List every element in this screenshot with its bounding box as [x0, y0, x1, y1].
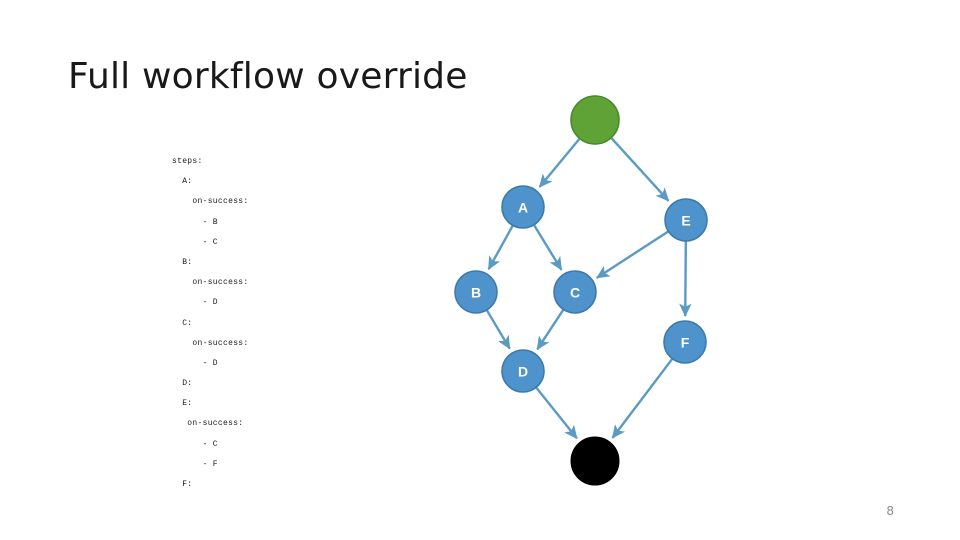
graph-node-e[interactable]: E	[664, 198, 708, 242]
yaml-line: - D	[172, 298, 218, 308]
node-circle	[501, 349, 545, 393]
node-circle	[454, 270, 498, 314]
node-label: A	[518, 200, 528, 216]
node-label: F	[681, 335, 690, 351]
node-label: B	[471, 285, 481, 301]
yaml-line: on-success:	[172, 419, 244, 429]
yaml-line: B:	[172, 257, 193, 267]
yaml-line: on-success:	[172, 278, 249, 288]
node-label: C	[570, 285, 580, 301]
yaml-line: - B	[172, 217, 218, 227]
page-number: 8	[886, 504, 894, 518]
graph-edge-C-to-D	[536, 308, 566, 351]
graph-node-end[interactable]	[570, 436, 620, 486]
node-circle	[553, 270, 597, 314]
graph-node-start[interactable]	[570, 95, 620, 145]
graph-edge-start-to-A	[538, 136, 582, 188]
yaml-line: steps:	[172, 157, 203, 166]
graph-edge-E-to-F	[679, 239, 692, 317]
graph-node-c[interactable]: C	[553, 270, 597, 314]
yaml-line: D:	[172, 379, 193, 389]
graph-node-f[interactable]: F	[663, 320, 707, 364]
graph-edge-layer	[485, 136, 692, 440]
node-circle	[501, 185, 545, 229]
node-circle	[663, 320, 707, 364]
graph-edge-F-to-end	[611, 357, 674, 439]
yaml-line: A:	[172, 177, 193, 187]
node-circle	[664, 198, 708, 242]
graph-node-d[interactable]: D	[501, 349, 545, 393]
yaml-line: on-success:	[172, 197, 249, 207]
yaml-line: C:	[172, 318, 193, 328]
graph-edge-start-to-E	[609, 136, 670, 202]
node-circle	[570, 95, 620, 145]
node-circle	[570, 436, 620, 486]
yaml-line: F:	[172, 480, 193, 489]
yaml-line: on-success:	[172, 338, 249, 348]
yaml-line: - D	[172, 358, 218, 368]
yaml-line: E:	[172, 399, 193, 409]
node-label: E	[681, 213, 690, 229]
graph-edge-B-to-D	[485, 308, 511, 350]
graph-edge-A-to-C	[532, 223, 563, 271]
yaml-line: - F	[172, 459, 218, 469]
yaml-code-block: steps: A: on-success: - B - C B: on-succ…	[172, 152, 249, 495]
graph-node-b[interactable]: B	[454, 270, 498, 314]
page-title: Full workflow override	[68, 56, 468, 97]
graph-edge-A-to-B	[487, 223, 515, 271]
node-label: D	[518, 364, 528, 380]
yaml-line: - C	[172, 237, 218, 247]
graph-edge-D-to-end	[534, 385, 578, 440]
graph-edge-E-to-C	[596, 229, 670, 279]
graph-node-layer: A E B C F D	[454, 95, 708, 486]
yaml-line: - C	[172, 439, 218, 449]
graph-node-a[interactable]: A	[501, 185, 545, 229]
